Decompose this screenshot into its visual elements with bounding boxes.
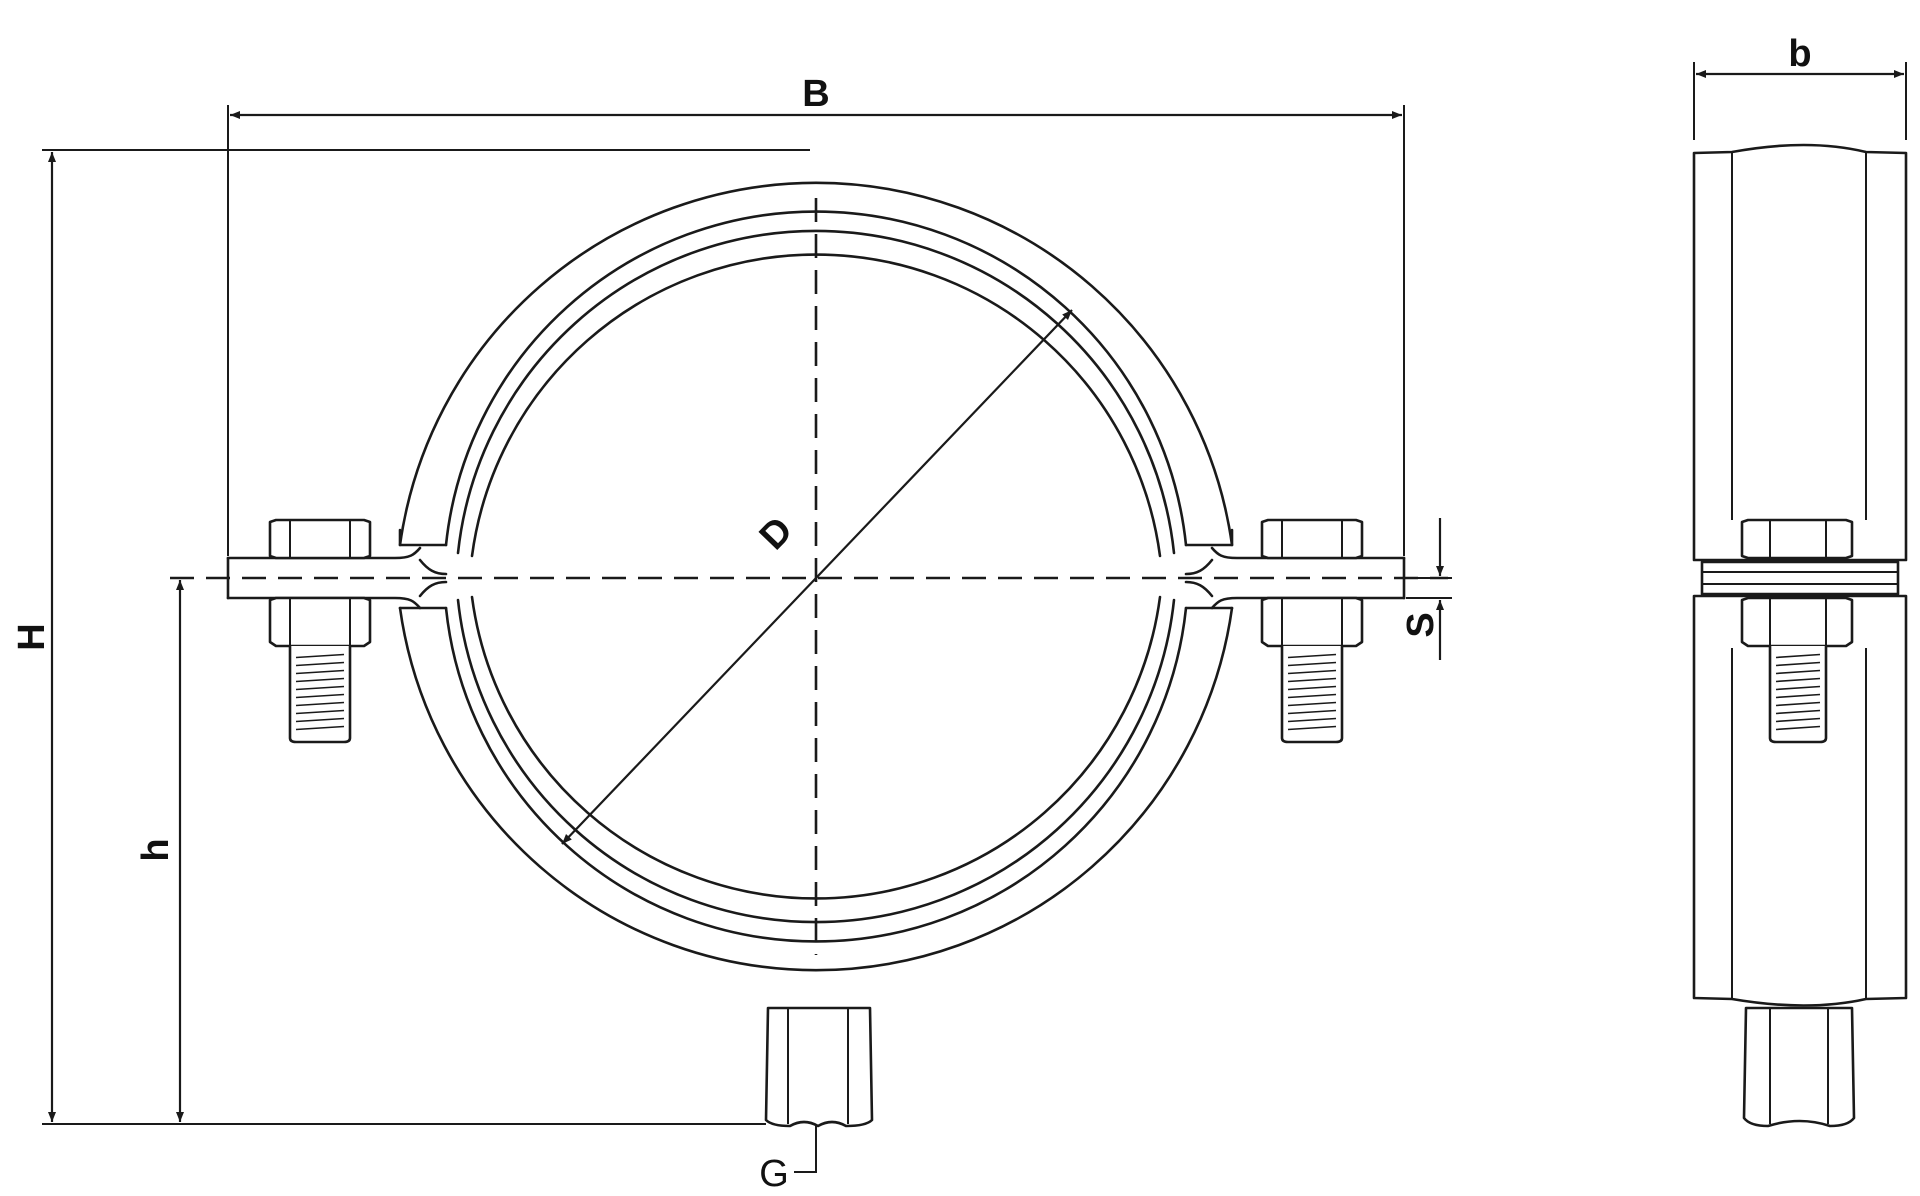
thread-label: G: [759, 1153, 789, 1195]
right-flange-upper: [1184, 546, 1406, 576]
thread-hatch-line: [1287, 653, 1337, 659]
left-bolt-thread: [288, 646, 352, 744]
thread-hatch-line: [295, 725, 345, 731]
thread-hatch-line: [1775, 685, 1821, 691]
thread-hatch-line: [1287, 685, 1337, 691]
clamp-band-lower-outer: [398, 606, 1234, 972]
overall-height-label: H: [11, 623, 53, 650]
side-view: b: [1692, 33, 1908, 1128]
thread-hatch-line: [1287, 725, 1337, 731]
thread-hatch-line: [295, 653, 345, 659]
clamp-band-upper-outer: [398, 181, 1234, 547]
center-height-label: h: [135, 838, 177, 861]
thread-hatch-line: [1775, 717, 1821, 723]
thread-hatch-line: [295, 717, 345, 723]
left-flange-lower: [226, 580, 448, 610]
thread-hatch-line: [295, 677, 345, 683]
right-bolt-head: [1260, 518, 1364, 560]
left-nut: [268, 596, 372, 648]
band-end-right-upper: [1184, 528, 1234, 547]
left-bolt-head: [268, 518, 372, 560]
right-flange-lower: [1184, 580, 1406, 610]
thread-hatch-line: [1287, 669, 1337, 675]
thickness-label: S: [1400, 612, 1442, 637]
thread-hatch-line: [1287, 693, 1337, 699]
thread-leader-line: [794, 1126, 817, 1173]
left-flange-upper: [226, 546, 448, 576]
diameter-dimension-line: [561, 309, 1073, 845]
side-upper-band: [1692, 143, 1908, 562]
thread-hatch-line: [295, 685, 345, 691]
thread-hatch-line: [1775, 709, 1821, 715]
front-view: D B H h S G: [11, 73, 1452, 1195]
thread-hatch-line: [1287, 717, 1337, 723]
thread-hatch-line: [295, 669, 345, 675]
thread-hatch-line: [1287, 677, 1337, 683]
side-bolt-thread: [1768, 646, 1828, 744]
bottom-boss-nut: [764, 1006, 874, 1128]
overall-width-label: B: [802, 73, 829, 115]
thread-hatch-line: [1287, 709, 1337, 715]
diameter-label: D: [752, 509, 801, 558]
thread-hatch-line: [1775, 669, 1821, 675]
thread-hatch-line: [1287, 701, 1337, 707]
thread-hatch-line: [295, 709, 345, 715]
side-nut: [1740, 596, 1854, 648]
side-flange-strip: [1700, 560, 1900, 596]
thread-hatch-line: [295, 693, 345, 699]
right-bolt-thread: [1280, 646, 1344, 744]
band-end-left-upper: [398, 528, 448, 547]
thread-hatch-line: [1775, 661, 1821, 667]
thread-hatch-line: [1287, 661, 1337, 667]
thread-hatch-line: [1775, 693, 1821, 699]
thread-hatch-line: [295, 701, 345, 707]
thread-hatch-line: [295, 661, 345, 667]
side-bottom-boss: [1742, 1006, 1856, 1128]
band-width-label: b: [1788, 33, 1811, 75]
thread-hatch-line: [1775, 701, 1821, 707]
right-nut: [1260, 596, 1364, 648]
thread-hatch-line: [1775, 677, 1821, 683]
side-bolt-head: [1740, 518, 1854, 560]
thread-hatch-line: [1775, 725, 1821, 731]
side-lower-band: [1692, 594, 1908, 1007]
rubber-liner-upper: [456, 229, 1176, 555]
thread-hatch-line: [1775, 653, 1821, 659]
